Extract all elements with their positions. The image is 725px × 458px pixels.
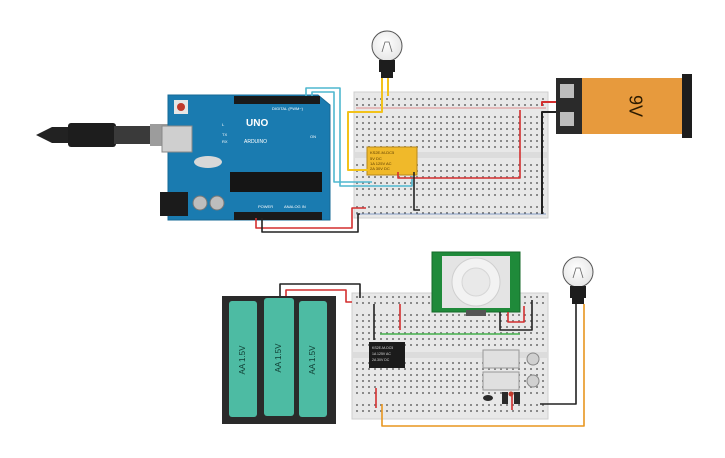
power-analog-header bbox=[234, 212, 322, 220]
wire-black-gnd bbox=[261, 213, 360, 233]
crystal bbox=[194, 156, 222, 168]
battery-9v[interactable]: 9V bbox=[556, 74, 692, 138]
arduino-brand: ARDUINO bbox=[244, 139, 267, 145]
digital-header bbox=[234, 96, 320, 104]
pushbutton-1[interactable] bbox=[482, 349, 540, 369]
wires-top bbox=[255, 78, 556, 233]
aa-battery-pack[interactable]: AA 1.5V AA 1.5V AA 1.5V bbox=[222, 296, 336, 424]
aa-cell-label-3: AA 1.5V bbox=[308, 345, 317, 375]
analog-label: ANALOG IN bbox=[284, 204, 306, 209]
arduino-logo: UNO bbox=[246, 118, 268, 129]
l-label: L bbox=[222, 122, 225, 127]
bulb-icon-2 bbox=[562, 256, 594, 304]
wire-black-relay bbox=[413, 172, 420, 211]
relay-top[interactable]: KS2E-M-DC5 5V DC 1A 125V AC 2A 30V DC bbox=[366, 146, 418, 176]
relay-bottom-label-2: 1A 125V AC bbox=[372, 352, 391, 356]
bulb-icon bbox=[371, 30, 403, 78]
arduino-uno-board[interactable]: UNO ARDUINO DIGITAL (PWM~) ANALOG IN POW… bbox=[160, 94, 331, 221]
wire-black-bulb bbox=[540, 304, 577, 405]
aa-cell-label-2: AA 1.5V bbox=[274, 343, 283, 373]
wire-red-battery bbox=[541, 101, 556, 106]
wire-yellow bbox=[347, 78, 383, 171]
relay-bottom-label-3: 2A 30V DC bbox=[372, 358, 390, 362]
dc-jack bbox=[160, 192, 188, 216]
wires-bottom bbox=[279, 283, 585, 427]
breadboard-top bbox=[353, 91, 549, 219]
wire-red-relay bbox=[397, 110, 521, 179]
on-label: ON bbox=[310, 134, 316, 139]
wire-black-battery bbox=[541, 111, 556, 214]
relay-bottom-label-1: KS2E-M-DC5 bbox=[372, 346, 393, 350]
wire-red-aa bbox=[285, 289, 352, 303]
relay-top-label-3: 1A 125V AC bbox=[370, 161, 392, 166]
wire-red-5v bbox=[255, 207, 366, 229]
relay-top-label-4: 2A 30V DC bbox=[370, 166, 390, 171]
atmega-chip bbox=[230, 172, 322, 192]
tx-label: TX bbox=[222, 132, 227, 137]
power-label: POWER bbox=[258, 204, 273, 209]
relay-bottom[interactable]: KS2E-M-DC5 1A 125V AC 2A 30V DC bbox=[369, 342, 405, 368]
usb-cable-icon bbox=[36, 123, 170, 147]
usb-port bbox=[161, 125, 193, 153]
wire-blue-2 bbox=[311, 91, 372, 183]
rx-label: RX bbox=[222, 139, 228, 144]
wire-orange bbox=[381, 304, 585, 427]
wire-blue bbox=[305, 87, 413, 187]
wire-black-aa bbox=[279, 283, 361, 298]
relay-top-label-1: KS2E-M-DC5 bbox=[370, 150, 395, 155]
pushbutton-2[interactable] bbox=[482, 371, 540, 391]
aa-cell-label-1: AA 1.5V bbox=[238, 345, 247, 375]
digital-label: DIGITAL (PWM~) bbox=[272, 106, 304, 111]
relay-top-label-2: 5V DC bbox=[370, 156, 382, 161]
resistor bbox=[483, 391, 520, 404]
pir-sensor-icon[interactable] bbox=[431, 251, 521, 316]
battery-9v-label: 9V bbox=[625, 95, 645, 117]
